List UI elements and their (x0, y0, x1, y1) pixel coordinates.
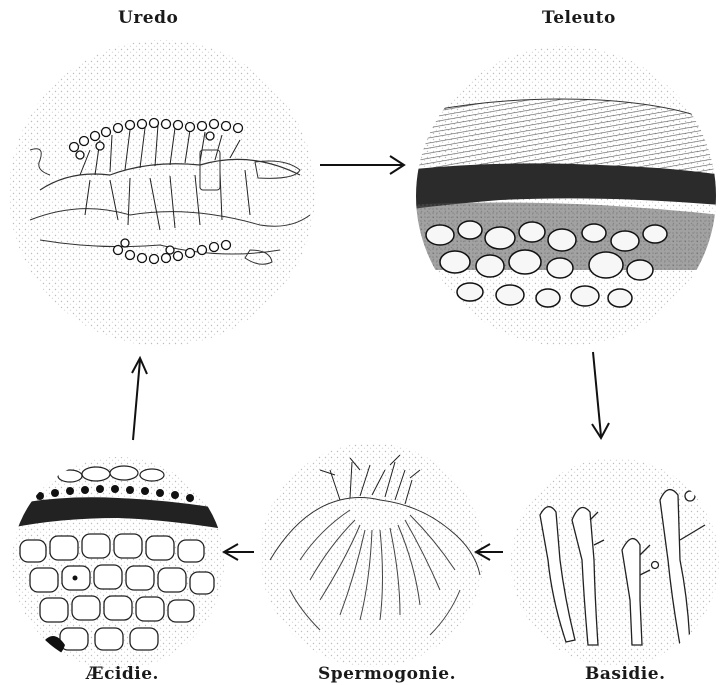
aecidie-micrograph (10, 457, 230, 669)
basidie-micrograph (511, 458, 719, 666)
uredo-micrograph (9, 40, 315, 346)
arrow-teleuto-to-basidie (592, 352, 609, 438)
teleuto-micrograph (405, 46, 720, 346)
arrow-spermogonie-to-aecidie (224, 544, 254, 560)
spermogonie-micrograph (260, 443, 484, 667)
arrow-uredo-to-teleuto (320, 156, 404, 174)
arrow-aecidie-to-uredo (132, 358, 147, 440)
